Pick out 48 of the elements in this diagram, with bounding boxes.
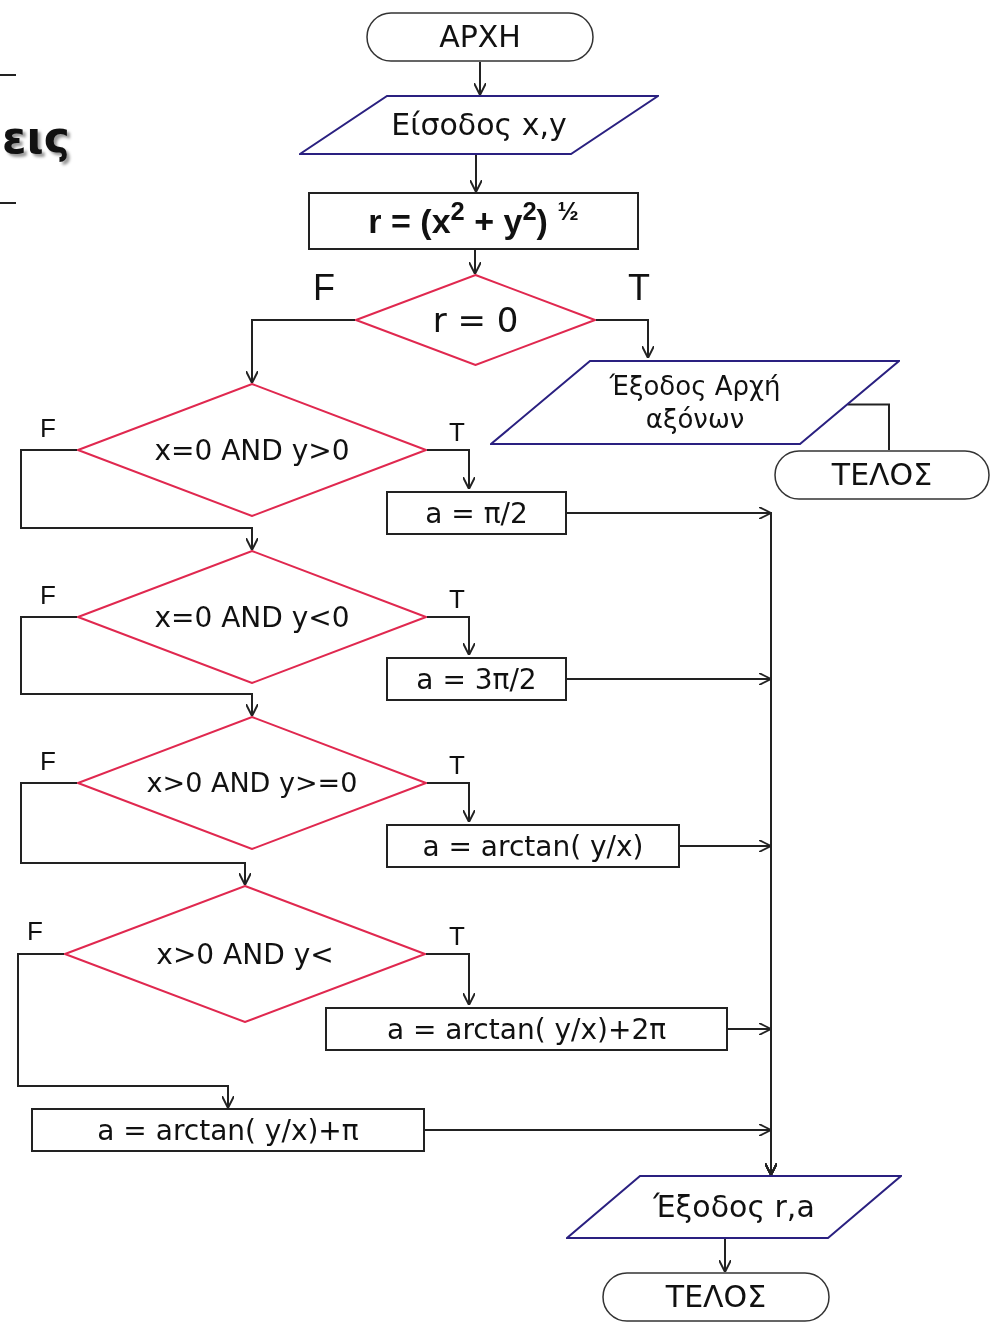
node-text: Έξοδος r,a bbox=[653, 1188, 815, 1226]
node-text: a = arctan( y/x)+2π bbox=[386, 1011, 667, 1047]
process-box bbox=[325, 1007, 728, 1051]
node-text: ΑΡΧΗ bbox=[439, 18, 521, 56]
arrow bbox=[426, 616, 476, 656]
decision-diamond bbox=[77, 383, 427, 517]
node-text: x=0 AND y>0 bbox=[154, 432, 350, 468]
node-text: a = π/2 bbox=[425, 495, 528, 531]
io-parallelogram bbox=[299, 95, 659, 155]
terminal-box bbox=[366, 12, 594, 62]
terminal-box bbox=[602, 1272, 830, 1322]
node-text: ΤΕΛΟΣ bbox=[665, 1278, 767, 1316]
node-text: a = 3π/2 bbox=[416, 661, 537, 697]
node-text: r = 0 bbox=[432, 298, 519, 342]
node-text: x>0 AND y< bbox=[156, 936, 334, 972]
process-box bbox=[386, 491, 567, 535]
arrow bbox=[468, 249, 482, 275]
arrow bbox=[595, 319, 655, 359]
arrow bbox=[20, 616, 259, 717]
node-text: a = arctan( y/x) bbox=[422, 828, 644, 864]
decision-diamond bbox=[355, 274, 596, 366]
io-parallelogram bbox=[490, 360, 900, 445]
node-text: a = arctan( y/x)+π bbox=[97, 1112, 359, 1148]
process-box bbox=[308, 192, 639, 250]
arrow bbox=[425, 953, 476, 1006]
arrow bbox=[426, 449, 476, 490]
arrow bbox=[20, 782, 252, 886]
process-box bbox=[386, 824, 680, 868]
arrow bbox=[424, 1124, 777, 1176]
decision-diamond bbox=[64, 885, 426, 1023]
node-text: Είσοδος x,y bbox=[391, 106, 567, 144]
process-box bbox=[31, 1108, 425, 1152]
arrow bbox=[469, 154, 483, 193]
node-text: r = (x$^{2}$ + y$^{2}$) $^{½}$ bbox=[368, 199, 579, 242]
arrow bbox=[20, 449, 259, 551]
io-parallelogram bbox=[566, 1175, 902, 1239]
arrow bbox=[718, 1238, 732, 1273]
heading-fragment: εις bbox=[2, 116, 70, 160]
node-text: Έξοδος Αρχή αξόνων bbox=[608, 370, 782, 435]
process-box bbox=[386, 657, 567, 701]
arrow bbox=[473, 61, 487, 96]
arrow bbox=[426, 782, 476, 823]
node-text: ΤΕΛΟΣ bbox=[831, 456, 933, 494]
terminal-box bbox=[774, 450, 990, 500]
node-text: x>0 AND y>=0 bbox=[146, 766, 358, 800]
arrow bbox=[245, 319, 356, 384]
arrow bbox=[17, 953, 235, 1109]
node-text: x=0 AND y<0 bbox=[154, 599, 350, 635]
